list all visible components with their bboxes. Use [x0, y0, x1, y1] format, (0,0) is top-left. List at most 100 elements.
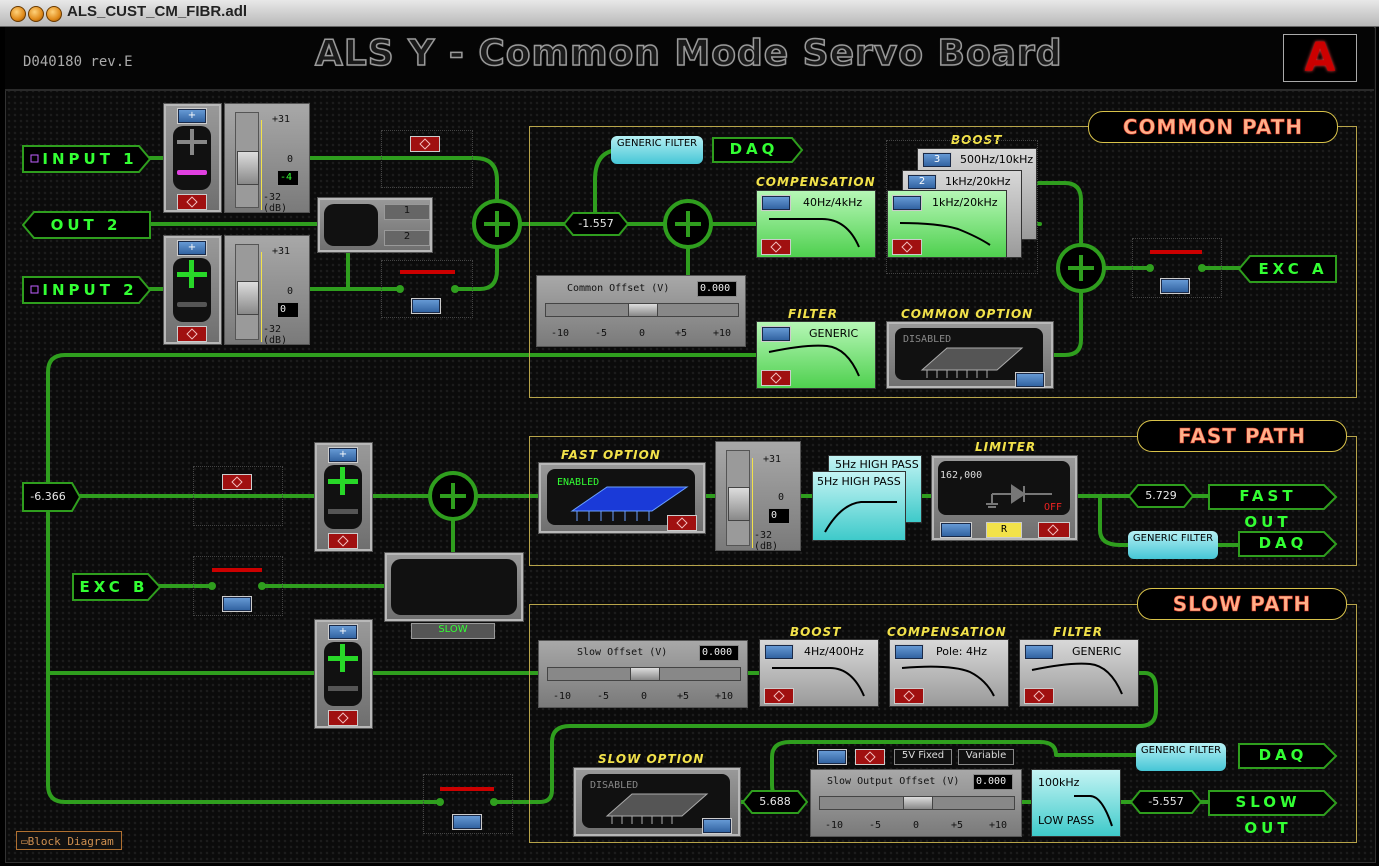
slow-offset-slider[interactable]	[547, 667, 741, 681]
slow-switch-button[interactable]	[452, 814, 482, 830]
slow-filter-module[interactable]: GENERIC	[1019, 639, 1139, 707]
input1-disable-button[interactable]	[177, 194, 207, 210]
minimize-window-button[interactable]	[28, 6, 44, 22]
common-compensation-filter[interactable]: 40Hz/4kHz	[756, 190, 876, 258]
common-offset-label: Common Offset (V)	[567, 283, 670, 294]
fast-disable-button[interactable]	[328, 533, 358, 549]
slider-handle[interactable]	[628, 304, 658, 316]
filter-curve-icon	[768, 344, 860, 377]
slow-offset-label: Slow Offset (V)	[577, 647, 668, 658]
limiter-reset-button[interactable]: R	[986, 522, 1022, 538]
boost-1-button[interactable]	[892, 195, 922, 211]
slow-option-button[interactable]	[702, 818, 732, 834]
mode-variable-button[interactable]: Variable	[958, 749, 1014, 765]
slow-output-enable-button[interactable]	[817, 749, 847, 765]
slider-handle[interactable]	[237, 151, 259, 185]
slow-daq-label: DAQ	[1258, 746, 1308, 764]
fast-highpass-1[interactable]: 5Hz HIGH PASS	[812, 471, 906, 541]
junction-readout-shape	[22, 482, 82, 512]
out2-select-1-button[interactable]: 1	[384, 204, 430, 220]
input1-state-bar	[177, 170, 207, 175]
input1-tp-button[interactable]	[410, 136, 440, 152]
slow-generic-filter[interactable]: GENERIC FILTER	[1136, 743, 1226, 771]
input1-state-display	[173, 126, 211, 190]
comp-reset-button[interactable]	[761, 239, 791, 255]
maximize-window-button[interactable]	[46, 6, 62, 22]
chip-icon	[920, 347, 1024, 378]
lowpass-type: LOW PASS	[1038, 814, 1095, 827]
tick-label: -5	[869, 820, 882, 831]
slow-boost-filter[interactable]: 4Hz/400Hz	[759, 639, 879, 707]
slider-handle[interactable]	[903, 797, 933, 809]
input1-gain-slider[interactable]	[235, 112, 259, 208]
exc-a-shape	[1238, 255, 1337, 283]
input2-gain-min: -32 (dB)	[263, 324, 288, 346]
exc-b-switch-button[interactable]	[222, 596, 252, 612]
slow-boost-reset-button[interactable]	[764, 688, 794, 704]
input2-gain-panel: +31 0 -32 (dB) 0	[224, 235, 310, 346]
out2-select-2-button[interactable]: 2	[384, 230, 430, 246]
slow-comp-enable-button[interactable]	[894, 644, 924, 660]
input1-gain-panel: +31 0 -32 (dB) -4	[224, 103, 310, 214]
slider-handle[interactable]	[728, 487, 750, 521]
slow-filter-enable-button[interactable]	[1024, 644, 1054, 660]
slow-option-readout-shape	[742, 790, 808, 814]
common-filter-module[interactable]: GENERIC	[756, 321, 876, 389]
tick-label: +5	[677, 691, 690, 702]
window-icon: ▭	[21, 835, 28, 848]
tick-label: -10	[551, 328, 570, 339]
common-option-button[interactable]	[1015, 372, 1045, 388]
mode-5v-fixed-button[interactable]: 5V Fixed	[894, 749, 952, 765]
fast-generic-filter[interactable]: GENERIC FILTER	[1128, 531, 1218, 559]
close-window-button[interactable]	[10, 6, 26, 22]
common-filter-reset-button[interactable]	[761, 370, 791, 386]
slow-filter-reset-button[interactable]	[1024, 688, 1054, 704]
boost-stage-1[interactable]: 1kHz/20kHz	[887, 190, 1007, 258]
slow-out-readout-shape	[1130, 790, 1202, 814]
fast-gain-slider[interactable]	[726, 450, 750, 546]
slow-comp-filter[interactable]: Pole: 4Hz	[889, 639, 1009, 707]
slow-filter-label: FILTER	[1053, 625, 1103, 639]
slow-comp-reset-button[interactable]	[894, 688, 924, 704]
slow-output-offset-value[interactable]: 0.000	[973, 774, 1013, 790]
common-offset-slider[interactable]	[545, 303, 739, 317]
input2-enable-button[interactable]: +	[177, 240, 207, 256]
comp-enable-button[interactable]	[761, 195, 791, 211]
exc-a-switch-button[interactable]	[1160, 278, 1190, 294]
limiter-enable-button[interactable]	[940, 522, 972, 538]
fast-enable-button[interactable]: +	[328, 447, 358, 463]
common-generic-filter[interactable]: GENERIC FILTER	[611, 136, 703, 164]
slow-enable-button[interactable]: +	[328, 624, 358, 640]
chip-icon	[605, 793, 709, 824]
input2-switch-button[interactable]	[411, 298, 441, 314]
fast-daq-shape	[1238, 531, 1338, 557]
common-path-title: COMMON PATH	[1088, 111, 1338, 143]
slow-disable-button[interactable]	[328, 710, 358, 726]
slider-handle[interactable]	[237, 281, 259, 315]
boost-3-button[interactable]: 3	[922, 152, 952, 168]
boost-reset-button[interactable]	[892, 239, 922, 255]
slow-lowpass-filter[interactable]: 100kHz LOW PASS	[1031, 769, 1121, 837]
slow-out-label: SLOW OUT	[1235, 793, 1301, 837]
slow-boost-enable-button[interactable]	[764, 644, 794, 660]
ligo-logo: A	[1283, 34, 1357, 82]
limiter-state: OFF	[1044, 502, 1063, 513]
input2-disable-button[interactable]	[177, 326, 207, 342]
slider-handle[interactable]	[630, 668, 660, 680]
block-diagram-button[interactable]: ▭Block Diagram	[16, 831, 122, 850]
input1-enable-button[interactable]: +	[177, 108, 207, 124]
slow-button[interactable]: SLOW	[411, 623, 495, 639]
slow-offset-value[interactable]: 0.000	[699, 645, 739, 661]
fast-option-button[interactable]	[667, 515, 697, 531]
diode-icon	[986, 484, 1052, 508]
input2-gain-slider[interactable]	[235, 244, 259, 340]
slow-output-tp-button[interactable]	[855, 749, 885, 765]
lowpass-freq: 100kHz	[1038, 776, 1080, 789]
fast-tp-button[interactable]	[222, 474, 252, 490]
common-offset-value[interactable]: 0.000	[697, 281, 737, 297]
common-filter-enable-button[interactable]	[761, 326, 791, 342]
boost-2-button[interactable]: 2	[907, 174, 937, 190]
limiter-tp-button[interactable]	[1038, 522, 1070, 538]
tick-label: -5	[597, 691, 610, 702]
slow-output-offset-slider[interactable]	[819, 796, 1015, 810]
